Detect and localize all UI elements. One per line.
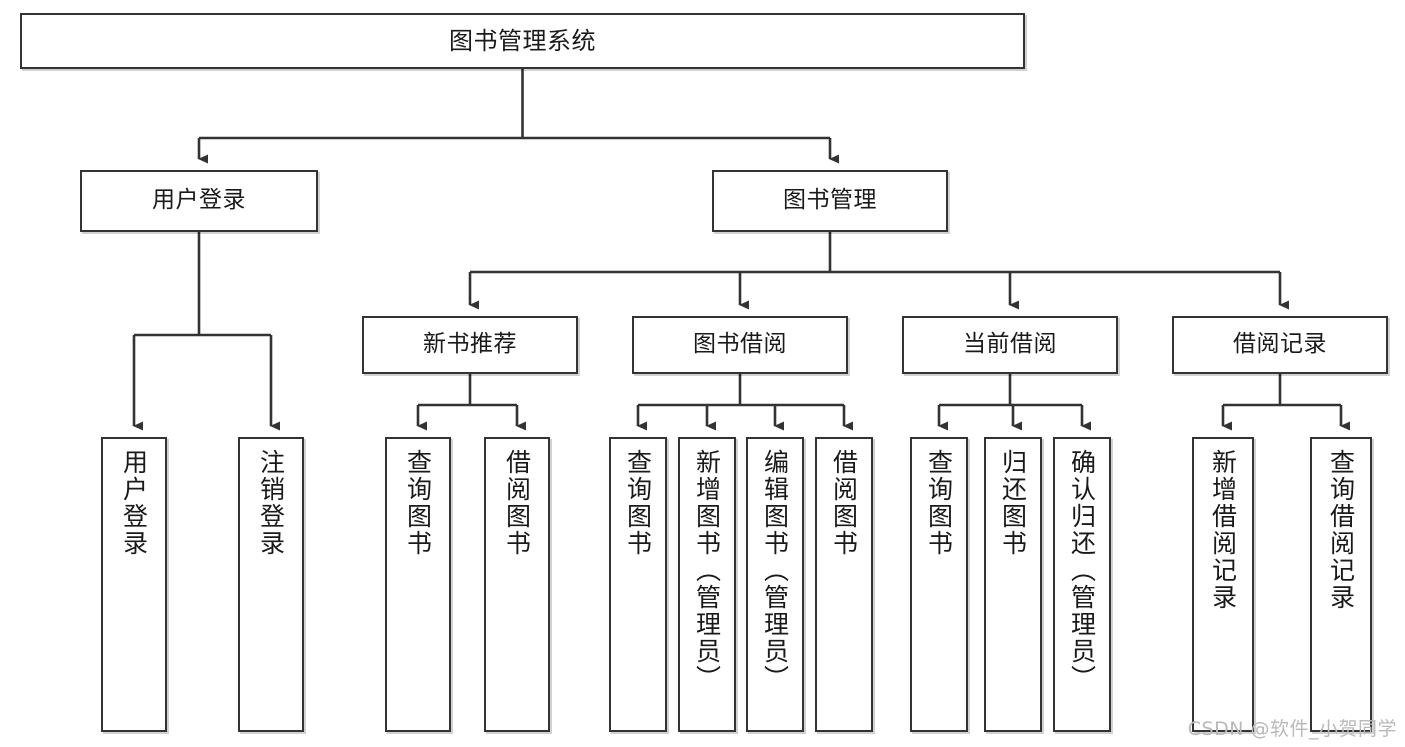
node-leaf-user-login[interactable]: 用户登录 (101, 437, 167, 732)
node-label: 借阅图书 (502, 449, 532, 557)
node-label: 新增借阅记录 (1208, 449, 1238, 611)
node-label: 新增图书（管理员） (692, 449, 722, 692)
node-label: 确认归还（管理员） (1067, 449, 1097, 692)
node-label: 查询图书 (924, 449, 954, 557)
node-book-manage[interactable]: 图书管理 (712, 170, 948, 232)
node-leaf-bb-add[interactable]: 新增图书（管理员） (678, 437, 736, 732)
node-label: 当前借阅 (963, 331, 1057, 358)
node-label: 借阅图书 (829, 449, 859, 557)
node-book-borrow[interactable]: 图书借阅 (632, 316, 848, 374)
node-leaf-bb-query[interactable]: 查询图书 (609, 437, 667, 732)
node-label: 借阅记录 (1233, 331, 1327, 358)
node-leaf-cb-query[interactable]: 查询图书 (910, 437, 968, 732)
node-new-book-rec[interactable]: 新书推荐 (362, 316, 578, 374)
node-user-login[interactable]: 用户登录 (80, 170, 318, 232)
node-label: 查询借阅记录 (1326, 449, 1356, 611)
node-label: 图书借阅 (693, 331, 787, 358)
node-current-borrow[interactable]: 当前借阅 (902, 316, 1118, 374)
node-leaf-br-add[interactable]: 新增借阅记录 (1192, 437, 1254, 732)
node-label: 用户登录 (119, 449, 149, 557)
node-label: 图书管理 (783, 187, 877, 214)
node-label: 用户登录 (152, 187, 246, 214)
node-borrow-record[interactable]: 借阅记录 (1172, 316, 1388, 374)
node-leaf-rec-borrow[interactable]: 借阅图书 (484, 437, 550, 732)
node-label: 归还图书 (998, 449, 1028, 557)
node-label: 编辑图书（管理员） (760, 449, 790, 692)
node-root[interactable]: 图书管理系统 (20, 13, 1025, 69)
node-label: 注销登录 (256, 449, 286, 557)
node-label: 新书推荐 (423, 331, 517, 358)
node-leaf-rec-query[interactable]: 查询图书 (385, 437, 451, 732)
node-leaf-user-logout[interactable]: 注销登录 (238, 437, 304, 732)
node-leaf-cb-return[interactable]: 归还图书 (984, 437, 1042, 732)
node-label: 查询图书 (403, 449, 433, 557)
node-label: 查询图书 (623, 449, 653, 557)
node-leaf-cb-confirm[interactable]: 确认归还（管理员） (1053, 437, 1111, 732)
node-label: 图书管理系统 (449, 26, 596, 55)
node-leaf-bb-borrow[interactable]: 借阅图书 (815, 437, 873, 732)
node-leaf-br-query[interactable]: 查询借阅记录 (1310, 437, 1372, 732)
node-leaf-bb-edit[interactable]: 编辑图书（管理员） (746, 437, 804, 732)
